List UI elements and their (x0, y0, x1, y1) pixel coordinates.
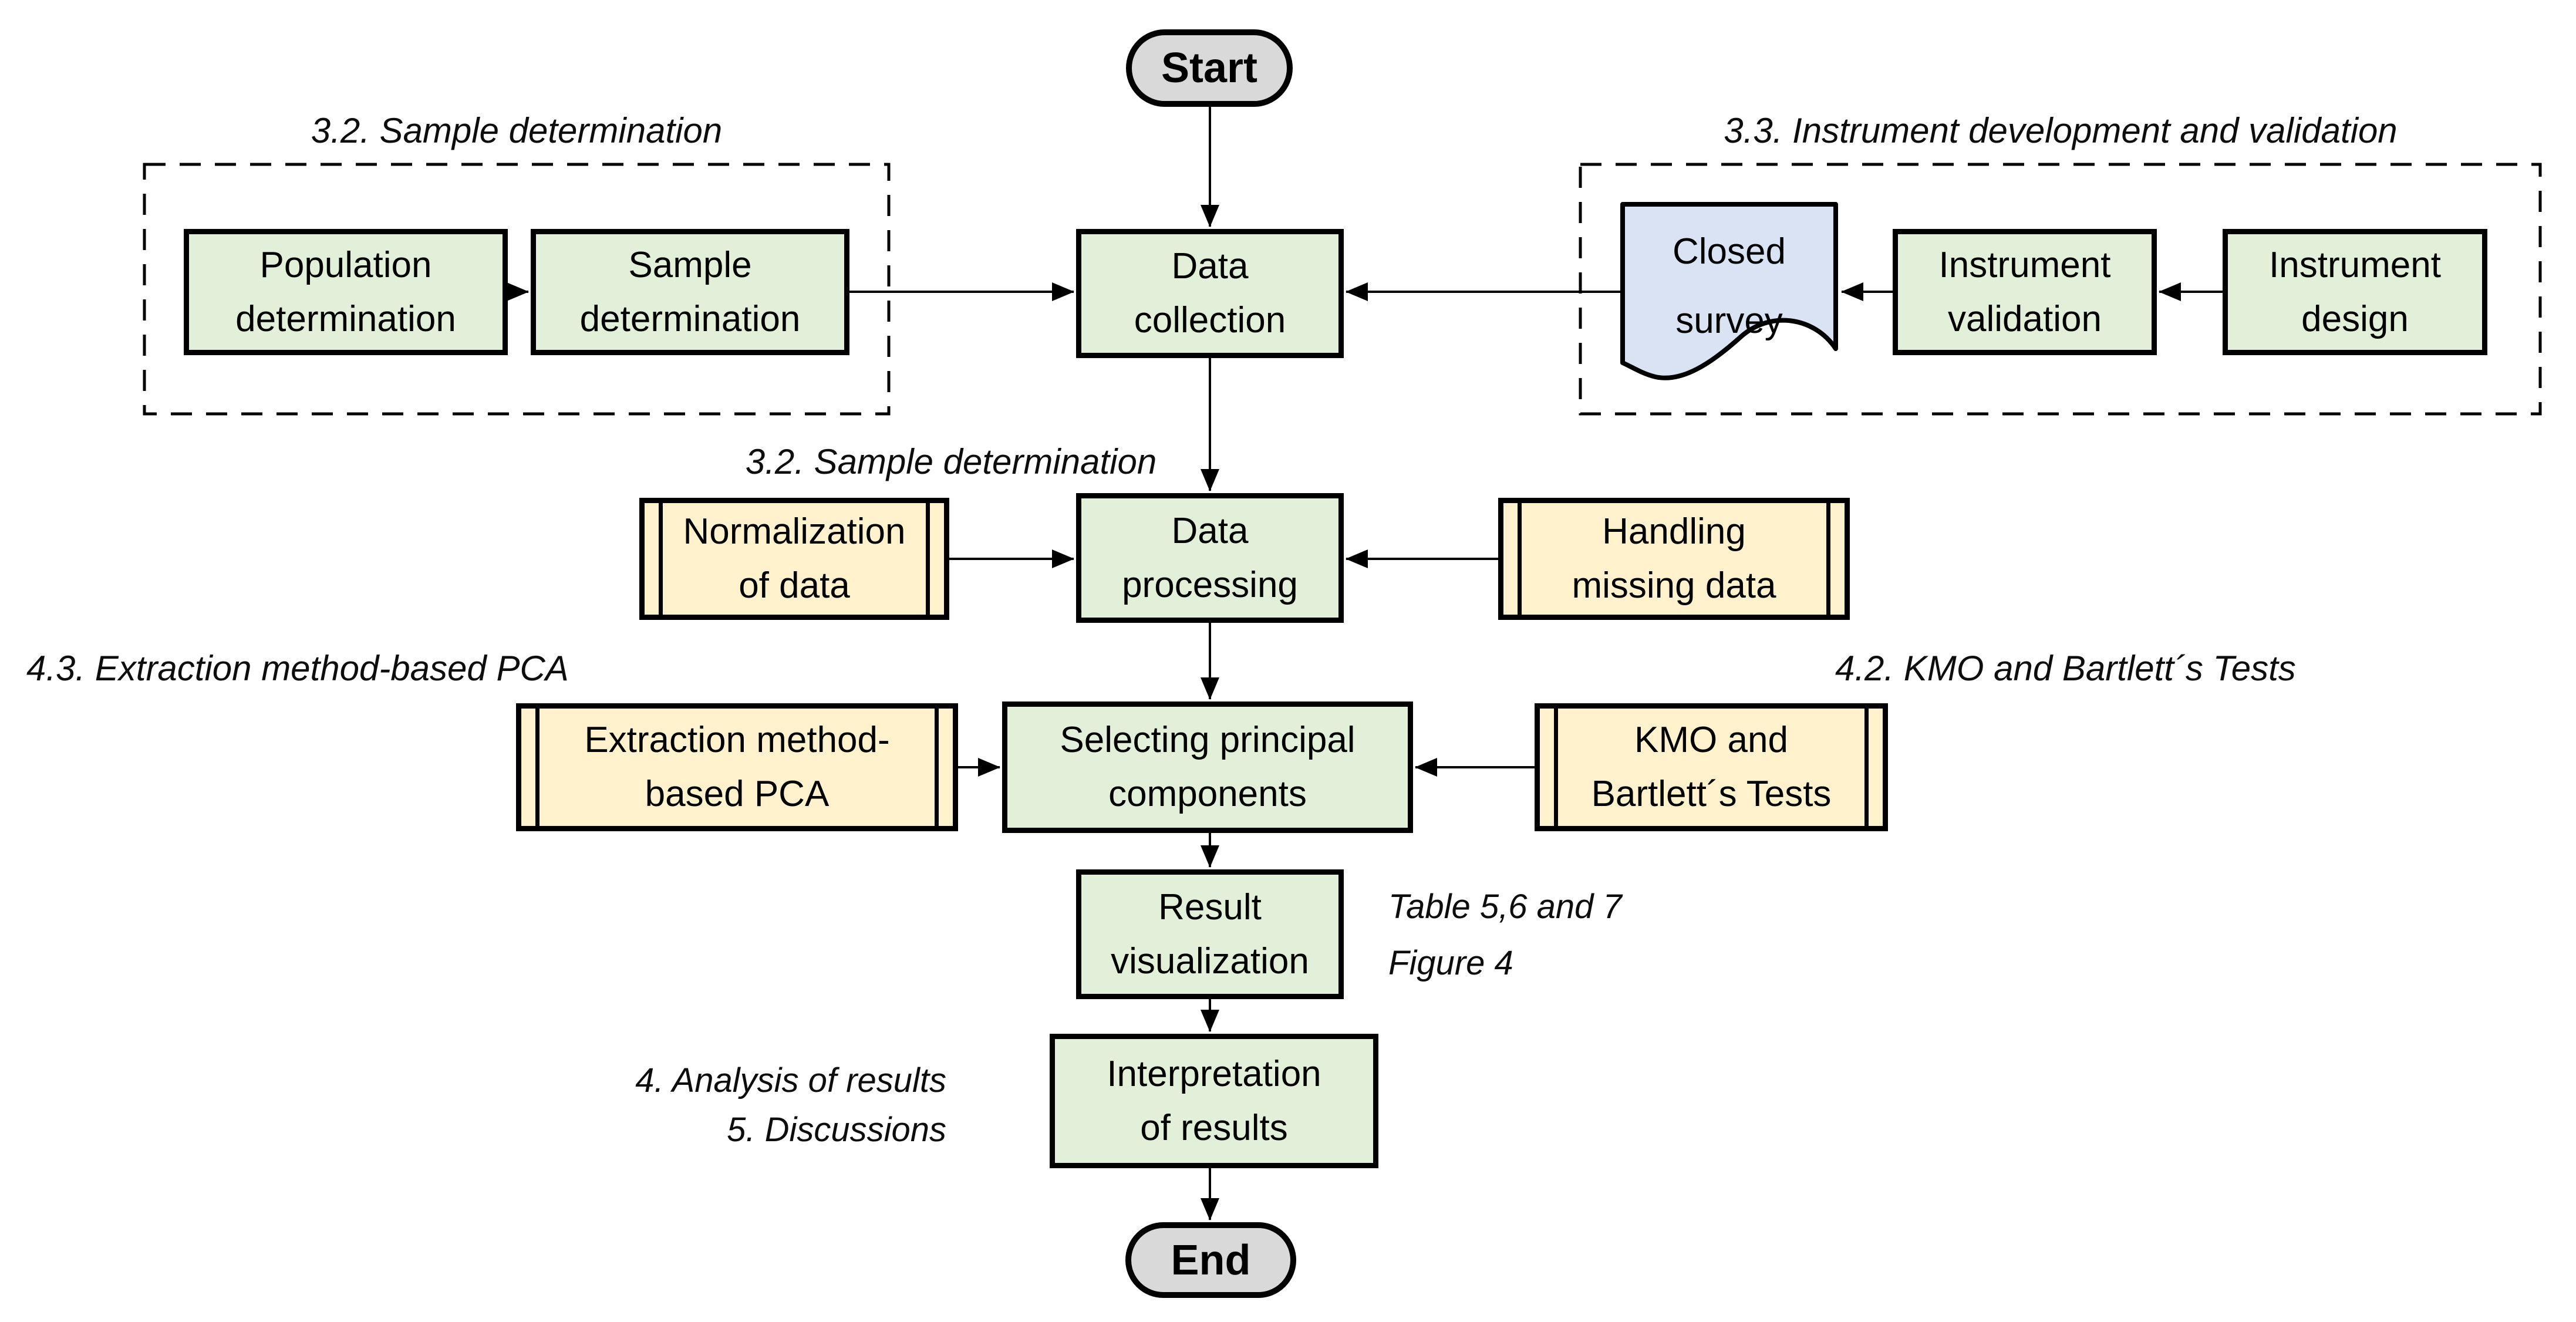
terminal-start: Start (1126, 29, 1293, 107)
group-frame-instrument-development (1579, 163, 2542, 416)
node-label-line: Selecting principal (1060, 720, 1356, 761)
subroutine-bar (1864, 709, 1869, 826)
node-label-line: Data (1171, 246, 1249, 287)
node-label-line: Interpretation (1107, 1053, 1321, 1094)
node-label-line: components (1108, 774, 1307, 814)
annotation-figure-note: Figure 4 (1388, 944, 1513, 982)
node-normalization-of-data: Normalization of data (639, 498, 949, 620)
node-label-line: of data (739, 565, 850, 606)
node-label-line: Bartlett´s Tests (1591, 774, 1832, 814)
section-label-extraction-pca: 4.3. Extraction method-based PCA (26, 649, 569, 688)
node-label-line: visualization (1111, 940, 1309, 982)
node-selecting-principal-components: Selecting principal components (1002, 702, 1413, 833)
node-result-visualization: Result visualization (1076, 869, 1344, 999)
section-label-instrument-development: 3.3. Instrument development and validati… (1724, 111, 2398, 150)
node-label-line: survey (1675, 301, 1783, 341)
group-frame-sample-determination (143, 163, 891, 416)
terminal-end: End (1125, 1222, 1296, 1298)
subroutine-bar (535, 709, 540, 826)
document-shape-closed-survey (1620, 202, 1838, 380)
node-handling-missing-data: Handling missing data (1498, 498, 1850, 620)
subroutine-bar (1518, 503, 1522, 615)
terminal-end-label: End (1171, 1236, 1251, 1284)
annotation-analysis-of-results: 4. Analysis of results (635, 1061, 946, 1100)
node-label-line: Instrument (2269, 244, 2441, 285)
node-label-line: Extraction method- (584, 720, 890, 761)
node-data-collection: Data collection (1076, 229, 1344, 358)
node-instrument-validation: Instrument validation (1893, 229, 2157, 355)
node-label-line: Sample (628, 244, 752, 285)
node-label-line: missing data (1572, 565, 1776, 606)
subroutine-bar (926, 503, 930, 615)
node-label-line: Normalization (683, 511, 906, 552)
node-label-line: Handling (1602, 511, 1746, 552)
node-kmo-bartlett-tests: KMO and Bartlett´s Tests (1535, 703, 1888, 831)
annotation-table-note: Table 5,6 and 7 (1388, 888, 1622, 926)
node-label-line: processing (1122, 564, 1298, 605)
node-label-line: Population (259, 244, 432, 285)
node-label-line: design (2301, 298, 2409, 339)
node-label-line: validation (1948, 298, 2102, 339)
node-label-line: of results (1140, 1107, 1288, 1148)
node-label-line: based PCA (645, 774, 830, 814)
section-label-sample-determination-top: 3.2. Sample determination (311, 111, 723, 150)
subroutine-bar (659, 503, 663, 615)
subroutine-bar (1826, 503, 1830, 615)
node-label-line: KMO and (1634, 720, 1788, 761)
node-instrument-design: Instrument design (2223, 229, 2487, 355)
node-label-line: determination (235, 298, 456, 339)
node-interpretation-of-results: Interpretation of results (1050, 1034, 1378, 1168)
node-label-line: determination (579, 298, 801, 339)
node-label-line: Closed (1673, 231, 1786, 272)
node-data-processing: Data processing (1076, 493, 1344, 623)
node-label-line: Data (1171, 510, 1249, 551)
node-label-line: Result (1158, 886, 1262, 928)
subroutine-bar (1554, 709, 1558, 826)
terminal-start-label: Start (1161, 45, 1258, 92)
subroutine-bar (935, 709, 939, 826)
node-label-line: collection (1134, 300, 1286, 340)
node-label-line: Instrument (1938, 244, 2111, 285)
annotation-discussions: 5. Discussions (727, 1111, 946, 1149)
section-label-kmo-tests: 4.2. KMO and Bartlett´s Tests (1835, 649, 2296, 688)
node-extraction-method-pca: Extraction method- based PCA (516, 703, 958, 831)
section-label-sample-determination-mid: 3.2. Sample determination (745, 442, 1157, 481)
node-population-determination: Population determination (184, 229, 508, 355)
node-sample-determination: Sample determination (531, 229, 849, 355)
node-closed-survey: Closed survey (1620, 209, 1838, 364)
